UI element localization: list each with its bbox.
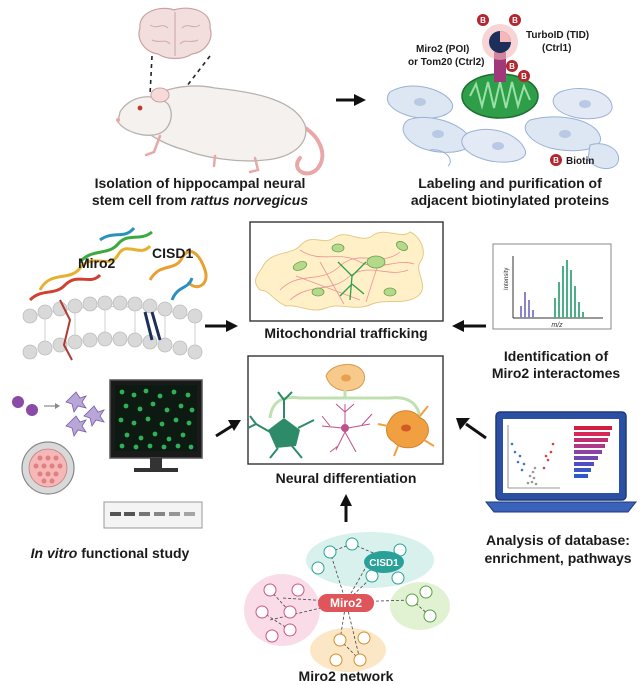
laptop-icon [484,411,638,513]
petri-dish-icon [21,441,75,495]
isolation-caption-line2: stem cell from rattus norvegicus [92,192,309,208]
svg-text:B: B [509,62,515,71]
identification-caption-line2: Miro2 interactomes [492,365,621,381]
tom20-ctrl2-label: or Tom20 (Ctrl2) [408,57,485,68]
cisd1-structure-label: CISD1 [152,245,193,261]
network-miro2-node: Miro2 [330,596,362,610]
svg-text:B: B [521,72,527,81]
neural-differentiation-panel [247,355,444,465]
arrow-icon [336,94,366,106]
mito-trafficking-panel [249,221,444,322]
neuron-icon [247,391,315,459]
svg-text:B: B [512,16,518,25]
svg-text:B: B [553,156,559,165]
arrow-icon [215,420,241,438]
cell-proliferation-icons [12,391,105,437]
miro2-poi-label: Miro2 (POI) [416,44,469,55]
membrane-bilayer [22,295,203,360]
turboid-fusion [482,24,518,82]
monitor-icon [109,379,203,472]
labeling-caption-line1: Labeling and purification of [418,175,602,191]
intensity-axis-label: Intensity [504,268,510,290]
neural-differentiation-caption: Neural differentiation [276,470,417,486]
cisd1-structure [143,250,208,341]
network-diagram: Miro2 CISD1 [244,532,450,672]
isolation-caption-line1: Isolation of hippocampal neural [95,175,306,191]
identification-caption-line1: Identification of [504,348,609,364]
analysis-caption-line2: enrichment, pathways [484,550,631,566]
analysis-caption-line1: Analysis of database: [486,532,630,548]
brain-icon [138,7,212,60]
mass-spectrum-panel: Intensity m/z [492,243,612,330]
enrichment-bar-plot [574,426,612,478]
turboid-label: TurboID (TID) [526,30,589,41]
labeling-caption-line2: adjacent biotinylated proteins [411,192,610,208]
biotin-label: Biotin [566,156,594,167]
biotin-badges: B B B B B [477,14,562,166]
network-caption: Miro2 network [299,668,394,684]
miro2-structure-label: Miro2 [78,255,116,271]
svg-text:B: B [480,16,486,25]
ctrl1-label: (Ctrl1) [542,43,571,54]
rat-icon [116,85,325,176]
gel-icon [103,501,203,529]
arrow-icon [340,494,352,522]
volcano-plot [507,425,560,489]
neuron-icon [321,403,373,453]
arrow-icon [205,320,238,332]
cell-layer-background [387,85,620,169]
arrow-icon [452,320,486,332]
neuron-icon [377,405,435,457]
mz-axis-label: m/z [551,322,563,329]
arrow-icon [456,418,487,440]
invitro-caption: In vitro functional study [31,545,190,561]
miro2-structure [28,226,153,361]
mito-trafficking-caption: Mitochondrial trafficking [264,325,427,341]
network-cisd1-node: CISD1 [369,558,399,569]
